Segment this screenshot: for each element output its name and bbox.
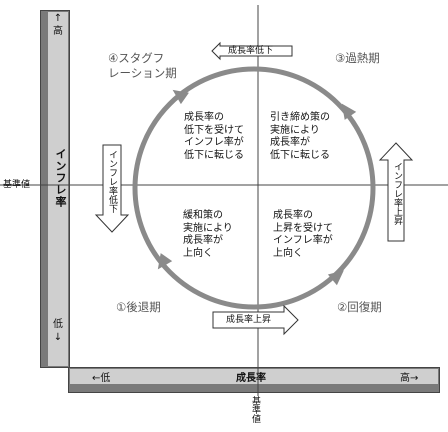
phase-stagflation: ④スタグフ レーション期 <box>108 51 177 80</box>
phase-overheat: ③過熱期 <box>335 51 380 65</box>
growth-down-label: 成長率低下 <box>228 46 274 56</box>
x-axis-title: 成長率 <box>236 373 266 384</box>
quadrant-top-right-text: 引き締め策の 実施により 成長率が 低下に転じる <box>270 112 330 161</box>
inflation-down-arrow <box>94 144 130 233</box>
cycle-arrowhead-top-left <box>172 89 189 105</box>
growth-axis-bar-highlight <box>70 369 438 384</box>
x-axis-low-label: ←低 <box>92 373 111 384</box>
cycle-arrowhead-bottom-right <box>327 270 344 286</box>
inflation-axis-bar-highlight <box>48 12 68 366</box>
phase-recovery: ②回復期 <box>337 300 382 314</box>
quadrant-top-left-text: 成長率の 低下を受けて インフレ率が 低下に転じる <box>184 112 244 161</box>
x-axis-high-label: 高→ <box>400 373 419 384</box>
inflation-up-label: インフレ率上昇 <box>392 162 402 225</box>
quadrant-bottom-left-text: 緩和策の 実施により 成長率が 上向く <box>183 210 233 259</box>
growth-up-arrow <box>212 304 299 336</box>
cycle-arrowhead-bottom-left <box>157 253 173 270</box>
y-axis-low-label: 低 ↓ <box>53 319 63 343</box>
x-baseline-label: 基準値 <box>250 396 260 423</box>
y-axis-high-label: ↑ 高 <box>53 13 63 37</box>
inflation-down-label: インフレ率低下 <box>107 150 117 213</box>
phase-recession: ①後退期 <box>116 300 161 314</box>
quadrant-bottom-right-text: 成長率の 上昇を受けて インフレ率が 上向く <box>273 210 333 259</box>
growth-up-label: 成長率上昇 <box>226 315 272 325</box>
cycle-circle <box>132 66 376 310</box>
growth-down-arrow <box>211 41 293 61</box>
y-axis-title: インフレ率 <box>54 148 67 208</box>
cycle-arrowhead-top-right <box>341 103 357 120</box>
inflation-up-arrow <box>378 142 414 242</box>
